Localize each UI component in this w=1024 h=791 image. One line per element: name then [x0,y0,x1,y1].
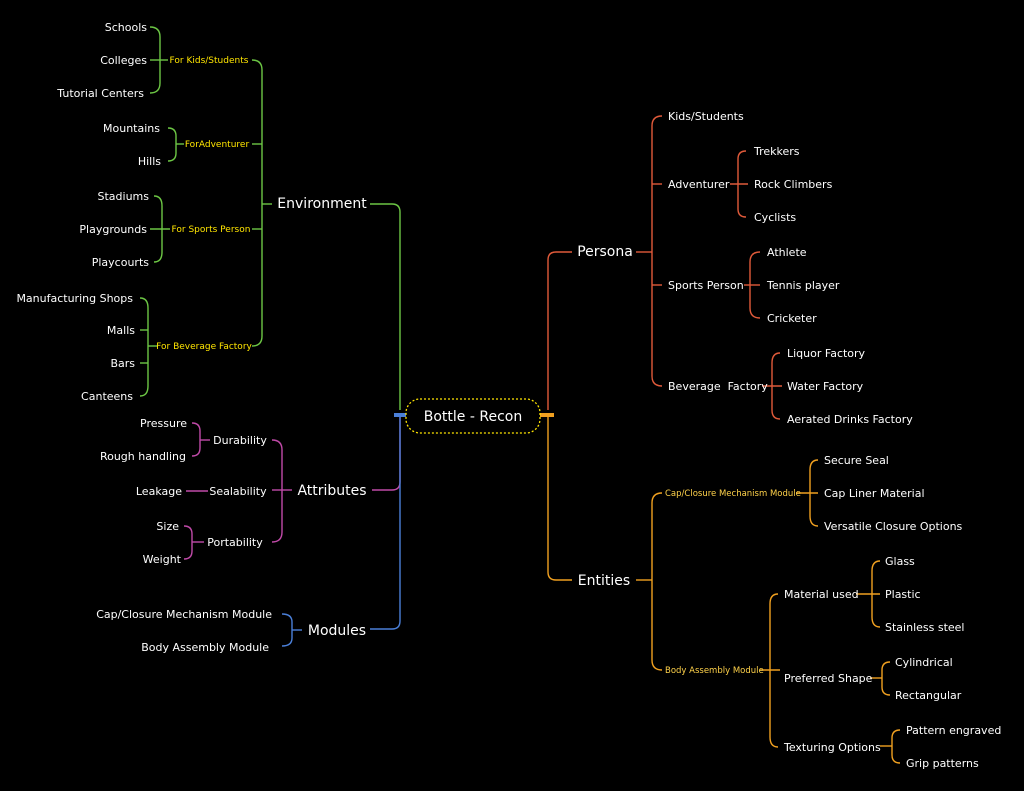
body-texture-item[interactable]: Grip patterns [906,757,979,770]
body-shape-item[interactable]: Rectangular [895,689,962,702]
entities-cap-node[interactable]: Cap/Closure Mechanism Module [665,489,801,499]
entities-node[interactable]: Entities [578,573,630,589]
env-sports-item[interactable]: Stadiums [98,190,150,203]
environment-connectors [139,26,401,410]
persona-beverage-item[interactable]: Liquor Factory [787,347,866,360]
persona-adventurer-item[interactable]: Rock Climbers [754,178,833,191]
persona-sports-item[interactable]: Athlete [767,246,807,259]
persona-sports-node[interactable]: Sports Person [668,279,744,292]
persona-adventurer-item[interactable]: Trekkers [753,145,800,158]
persona-node[interactable]: Persona [577,244,633,260]
body-material-item[interactable]: Plastic [885,588,921,601]
persona-adventurer-item[interactable]: Cyclists [754,211,796,224]
body-material-item[interactable]: Stainless steel [885,621,964,634]
body-texture-item[interactable]: Pattern engraved [906,724,1001,737]
persona-beverage-item[interactable]: Aerated Drinks Factory [787,413,913,426]
entities-cap-item[interactable]: Cap Liner Material [824,487,925,500]
modules-item[interactable]: Cap/Closure Mechanism Module [96,608,272,621]
attr-durability-node[interactable]: Durability [213,434,267,447]
root-node-border [405,398,541,434]
entities-cap-item[interactable]: Versatile Closure Options [824,520,963,533]
environment-node[interactable]: Environment [277,196,367,212]
env-kids-item[interactable]: Schools [105,21,148,34]
env-kids-item[interactable]: Tutorial Centers [56,87,144,100]
attr-portability-item[interactable]: Weight [143,553,182,566]
root-right-stub [540,413,554,417]
env-beverage-item[interactable]: Malls [107,324,135,337]
root-node[interactable]: Bottle - Recon [424,409,522,425]
persona-adventurer-node[interactable]: Adventurer [668,178,730,191]
attr-sealability-node[interactable]: Sealability [209,485,267,498]
root-left-stub [394,413,406,417]
persona-connectors [547,115,782,420]
persona-sports-item[interactable]: Cricketer [767,312,817,325]
env-sports-node[interactable]: For Sports Person [172,225,251,235]
modules-connectors [281,414,401,647]
modules-item[interactable]: Body Assembly Module [141,641,269,654]
env-sports-item[interactable]: Playgrounds [79,223,147,236]
persona-sports-item[interactable]: Tennis player [766,279,840,292]
entities-cap-item[interactable]: Secure Seal [824,454,889,467]
env-adventurer-item[interactable]: Mountains [103,122,160,135]
attributes-node[interactable]: Attributes [297,483,366,499]
modules-node[interactable]: Modules [308,623,366,639]
env-beverage-item[interactable]: Canteens [81,390,133,403]
env-beverage-node[interactable]: For Beverage Factory [156,342,252,352]
env-beverage-item[interactable]: Manufacturing Shops [16,292,133,305]
env-beverage-item[interactable]: Bars [110,357,135,370]
attr-portability-node[interactable]: Portability [207,536,263,549]
attr-portability-item[interactable]: Size [156,520,179,533]
env-adventurer-node[interactable]: ForAdventurer [185,140,250,150]
body-shape-item[interactable]: Cylindrical [895,656,953,669]
attr-sealability-item[interactable]: Leakage [136,485,182,498]
body-shape-node[interactable]: Preferred Shape [784,672,873,685]
entities-connectors [547,414,901,764]
body-texture-node[interactable]: Texturing Options [783,741,881,754]
attr-durability-item[interactable]: Pressure [140,417,187,430]
env-adventurer-item[interactable]: Hills [138,155,161,168]
attr-durability-item[interactable]: Rough handling [100,450,186,463]
env-sports-item[interactable]: Playcourts [92,256,150,269]
persona-beverage-node[interactable]: Beverage Factory [668,380,768,393]
persona-beverage-item[interactable]: Water Factory [787,380,864,393]
body-material-item[interactable]: Glass [885,555,915,568]
persona-kids-node[interactable]: Kids/Students [668,110,744,123]
entities-body-node[interactable]: Body Assembly Module [665,666,764,676]
env-kids-node[interactable]: For Kids/Students [170,56,249,66]
body-material-node[interactable]: Material used [784,588,859,601]
env-kids-item[interactable]: Colleges [100,54,147,67]
